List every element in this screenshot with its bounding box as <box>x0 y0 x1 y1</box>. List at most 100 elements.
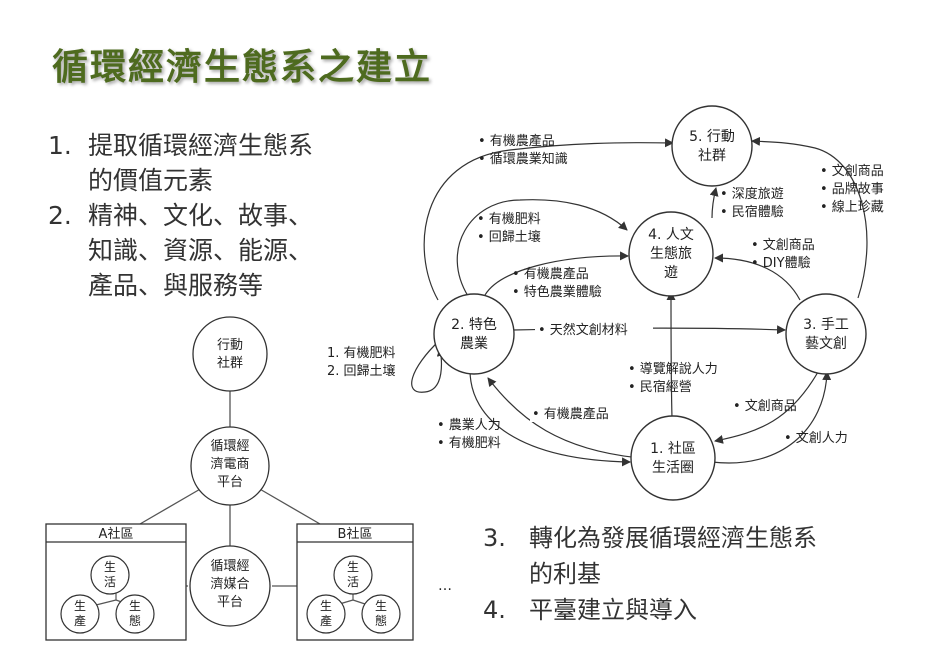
node-line: 產 <box>74 613 86 628</box>
node-line: 4. 人文 <box>648 227 694 243</box>
bullet-text: 轉化為發展循環經濟生態系 的利基 <box>529 520 817 592</box>
node-line: 循環經 <box>210 439 249 454</box>
node-line: 2. 特色 <box>451 316 497 333</box>
bullet-line: 精神、文化、故事、 <box>88 201 314 230</box>
label-fertilizer-tourism: • 有機肥料 • 回歸土壤 <box>477 212 541 245</box>
label-line: • 特色農業體驗 <box>512 284 602 300</box>
node-line: 行動 <box>217 338 243 353</box>
label-community-craft: • 文創人力 <box>784 431 848 446</box>
node-line: 生 <box>320 599 332 613</box>
label-line: • 有機肥料 <box>477 212 541 227</box>
label-line: 1. 有機肥料 <box>327 346 396 361</box>
node-line: 平台 <box>217 475 243 490</box>
arrow-agri-community <box>469 369 631 467</box>
label-line: • 深度旅遊 <box>720 186 784 202</box>
left-bullet-list: 1. 提取循環經濟生態系 的價值元素 2. 精神、文化、故事、 知識、資源、能源… <box>48 128 313 303</box>
label-line: • 導覽解說人力 <box>628 361 718 377</box>
bullet-line: 的利基 <box>529 560 601 588</box>
node-line: 生 <box>129 599 141 613</box>
label-agri-community: • 有機農產品 <box>530 404 622 422</box>
label-agri-craft: • 天然文創材料 <box>535 320 653 338</box>
connector-line <box>139 487 203 525</box>
node-line: 態 <box>129 613 141 628</box>
node-line: 平台 <box>217 595 243 610</box>
label-line: • 品牌故事 <box>820 181 884 197</box>
bullet-text: 提取循環經濟生態系 的價值元素 <box>88 128 313 198</box>
node-line: 循環經 <box>210 559 249 574</box>
label-self-loop: 1. 有機肥料 2. 回歸土壤 <box>327 346 396 379</box>
arrow-agri-selfloop <box>411 339 446 393</box>
arrow-community-craft <box>711 371 832 464</box>
label-produce-tourism: • 有機農產品 • 特色農業體驗 <box>512 266 602 300</box>
node-line: 生態旅 <box>650 246 692 262</box>
label-line: • 有機農產品 <box>532 406 609 422</box>
bullet-number: 1. <box>48 131 72 160</box>
node-line: 濟電商 <box>210 456 249 472</box>
label-line: • 民宿體驗 <box>720 204 784 220</box>
bullet-number: 4. <box>483 596 506 624</box>
node-line: 生 <box>375 599 387 613</box>
node-line: 生 <box>347 560 359 574</box>
ecosystem-labels: • 有機農產品 • 循環農業知識 • 有機肥料 • 回歸土壤 • 有機農產品 •… <box>327 133 884 451</box>
label-line: • 線上珍藏 <box>820 199 884 215</box>
label-line: • 循環農業知識 <box>478 151 568 167</box>
node-line: 5. 行動 <box>689 129 735 145</box>
bullet-line: 提取循環經濟生態系 <box>88 131 314 160</box>
node-line: 1. 社區 <box>650 441 696 457</box>
life-node <box>90 555 130 595</box>
node-line: 遊 <box>664 265 678 281</box>
label-community-agri: • 農業人力 • 有機肥料 <box>437 417 501 451</box>
node-action-community: 行動 社群 <box>192 316 268 392</box>
node-2-specialty-agriculture: 2. 特色 農業 <box>433 293 515 375</box>
label-line: • 有機農產品 <box>512 266 589 282</box>
node-line: 活 <box>104 575 116 589</box>
page-title: 循環經濟生態系之建立 <box>52 47 433 88</box>
bullet-item-4: 4. 平臺建立與導入 <box>483 592 817 628</box>
bullet-number: 2. <box>48 201 72 230</box>
bullet-line: 轉化為發展循環經濟生態系 <box>529 524 817 552</box>
node-line: 社群 <box>698 148 726 164</box>
node-matching-platform: 循環經 濟媒合 平台 <box>189 545 271 627</box>
bullet-text: 精神、文化、故事、 知識、資源、能源、 產品、與服務等 <box>88 198 313 303</box>
ellipsis-text: … <box>438 578 452 594</box>
label-tour-action: • 深度旅遊 • 民宿體驗 <box>720 186 784 220</box>
node-5-action-community: 5. 行動 社群 <box>671 105 753 187</box>
node-line: 藝文創 <box>805 336 847 352</box>
label-line: 2. 回歸土壤 <box>327 363 396 379</box>
life-node <box>333 555 373 595</box>
node-3-handcraft: 3. 手工 藝文創 <box>785 293 867 375</box>
bullet-line: 平臺建立與導入 <box>529 596 697 624</box>
label-line: • 農業人力 <box>437 417 501 433</box>
node-line: 濟媒合 <box>210 576 249 592</box>
node-line: 態 <box>375 613 387 628</box>
label-top-left: • 有機農產品 • 循環農業知識 <box>478 133 568 167</box>
label-line: • DIY體驗 <box>751 256 811 271</box>
node-line: 生活圈 <box>652 460 694 476</box>
arrow-craft-action <box>751 136 868 299</box>
label-line: • 文創商品 <box>820 164 884 179</box>
ecology-node <box>115 594 155 634</box>
label-line: • 文創人力 <box>784 431 848 446</box>
arrow-community-agri <box>487 377 641 459</box>
production-node <box>306 594 346 634</box>
community-b-label: B社區 <box>338 526 373 542</box>
arrow-fertilizer-tourism <box>456 199 628 297</box>
bullet-item-1: 1. 提取循環經濟生態系 的價值元素 <box>48 128 313 198</box>
node-line: 社群 <box>217 355 243 371</box>
label-line: • 有機農產品 <box>478 133 555 149</box>
connector-line <box>257 487 321 525</box>
bullet-item-2: 2. 精神、文化、故事、 知識、資源、能源、 產品、與服務等 <box>48 198 313 303</box>
arrow-craft-tourism <box>714 253 801 301</box>
bullet-text: 平臺建立與導入 <box>529 592 697 628</box>
arrow-tourism-action <box>709 187 719 219</box>
label-craft-action: • 文創商品 • 品牌故事 • 線上珍藏 <box>820 164 884 215</box>
node-line: 生 <box>104 560 116 574</box>
bullet-item-3: 3. 轉化為發展循環經濟生態系 的利基 <box>483 520 817 592</box>
community-a-label: A社區 <box>99 526 134 542</box>
bullet-line: 的價值元素 <box>88 166 214 195</box>
label-line: • 民宿經營 <box>628 379 692 395</box>
node-line: 3. 手工 <box>803 317 849 333</box>
node-ecommerce-platform: 循環經 濟電商 平台 <box>190 426 270 506</box>
label-community-tourism: • 導覽解說人力 • 民宿經營 <box>628 361 718 395</box>
